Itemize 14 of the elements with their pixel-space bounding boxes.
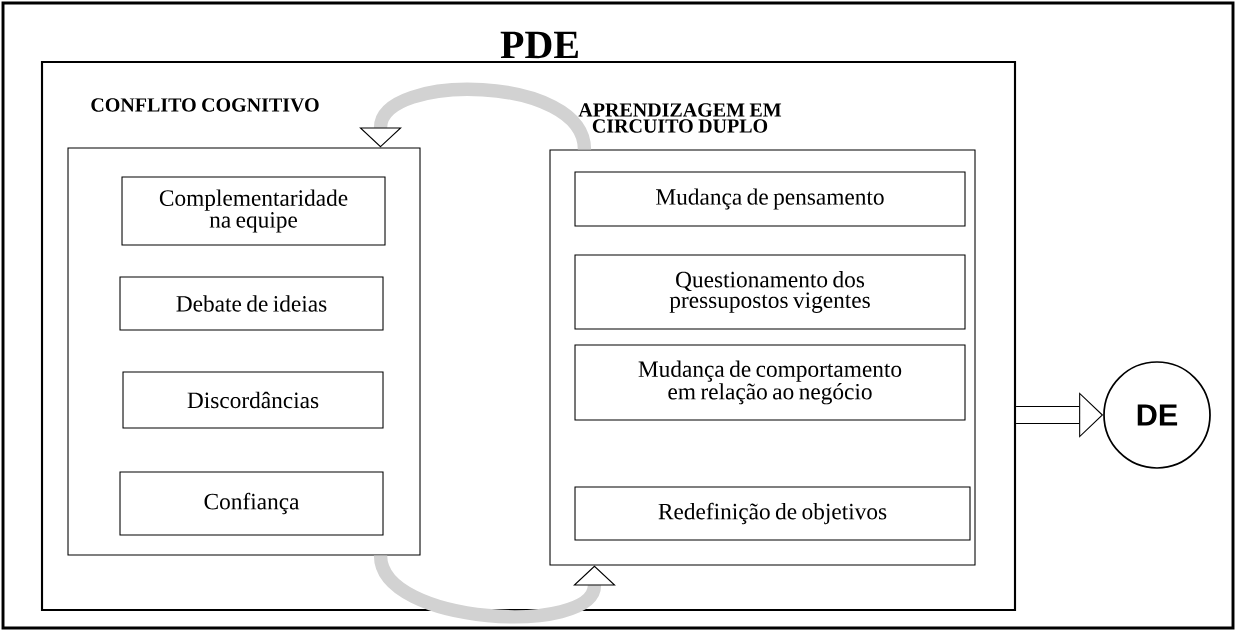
text-box: Mudança de comportamento em relação ao negócio (574, 344, 966, 421)
text-box: Discordâncias (122, 371, 384, 429)
text-box: Confiança (119, 471, 384, 536)
text-box: Questionamento dos pressupostos vigentes (574, 254, 966, 330)
node-label: APRENDIZAGEM EM CIRCUITO DUPLO (578, 103, 782, 133)
node-label: CONFLITO COGNITIVO (91, 98, 319, 112)
text-box: Mudança de pensamento (574, 171, 966, 227)
curved-arrow (359, 82, 591, 151)
text-box: Redefinição de objetivos (574, 486, 971, 541)
text-box: Debate de ideias (119, 276, 384, 331)
curved-arrow (374, 553, 616, 624)
text-box: Complementaridade na equipe (121, 176, 386, 246)
circle-node: DE (1103, 361, 1211, 469)
node-label: PDE (500, 31, 578, 59)
